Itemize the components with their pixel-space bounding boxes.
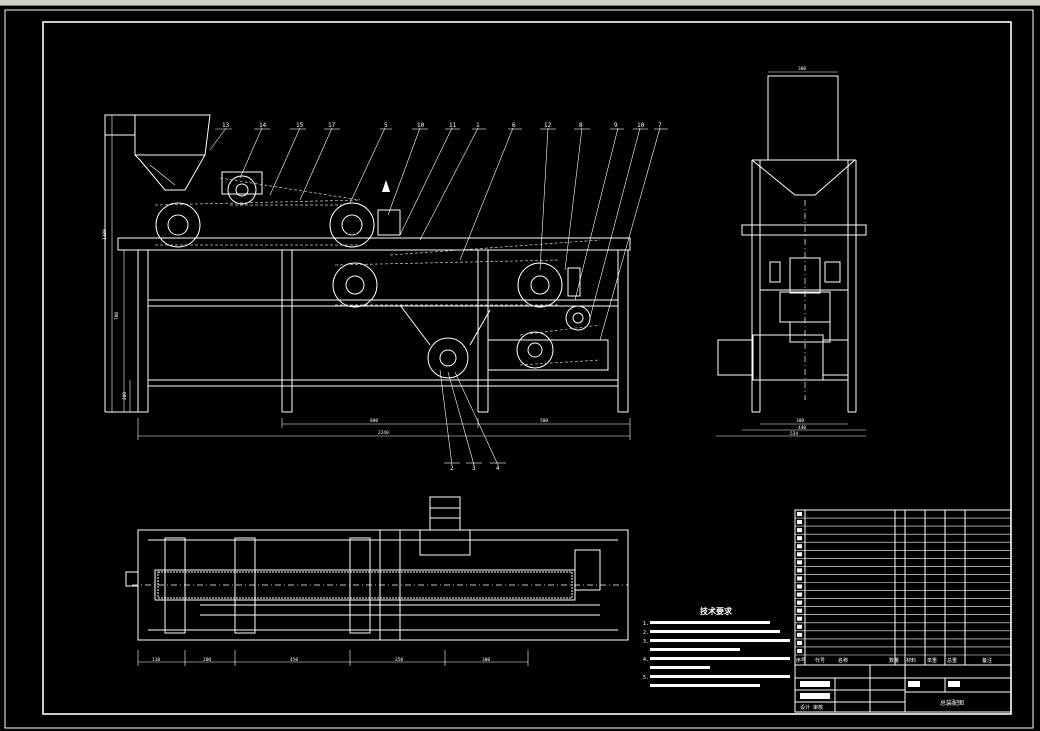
- front-view: 800 500 2240 1100 700 200: [102, 114, 661, 466]
- svg-text:450: 450: [290, 657, 298, 663]
- tech-req-line: 2.: [643, 630, 649, 636]
- bom-row-number-mark: [797, 624, 802, 629]
- bom-footer-unit-weight: 单重: [927, 657, 937, 664]
- svg-text:700: 700: [114, 312, 120, 320]
- bom-row-number-mark: [797, 520, 802, 525]
- balloon-label: 10: [637, 122, 645, 129]
- svg-text:350: 350: [395, 657, 403, 663]
- balloon-label: 3: [472, 465, 476, 472]
- tech-req-line: 3.: [643, 639, 649, 645]
- sheet-border-inner: [42, 21, 1012, 715]
- bom-row-number-mark: [797, 640, 802, 645]
- svg-text:200: 200: [122, 392, 128, 400]
- balloon-label: 7: [658, 122, 662, 129]
- drawing-title: 总装配图: [940, 699, 964, 707]
- part-balloons: 13 14 15 17 5 10 11 1 6 12 8 9 10 7 2 3 …: [222, 122, 662, 472]
- top-view: 110 200 450 350 300: [125, 496, 629, 666]
- bom-row-number-mark: [797, 560, 802, 565]
- bom-row-number-mark: [797, 616, 802, 621]
- balloon-label: 8: [579, 122, 583, 129]
- bom-footer-total-weight: 总重: [947, 657, 957, 664]
- bom-row-number-mark: [797, 648, 802, 653]
- bom-table: 序号 代号 名称 数量 材料 单重 总重 备注: [794, 509, 1012, 666]
- bom-footer-no: 序号: [796, 657, 806, 664]
- svg-text:200: 200: [203, 657, 211, 663]
- bom-row-number-mark: [797, 552, 802, 557]
- bom-row-number-mark: [797, 576, 802, 581]
- balloon-label: 9: [614, 122, 618, 129]
- side-view: 300 380 440 534: [716, 66, 867, 437]
- bom-row-number-mark: [797, 592, 802, 597]
- bom-footer-material: 材料: [906, 657, 916, 664]
- tech-req-line: 5.: [643, 675, 649, 681]
- svg-text:2240: 2240: [378, 430, 389, 436]
- balloon-label: 5: [384, 122, 388, 129]
- title-block: 总装配图 设计 审核: [794, 664, 1012, 713]
- svg-text:300: 300: [798, 66, 806, 72]
- bom-footer-name: 名称: [838, 657, 848, 664]
- balloon-label: 4: [496, 465, 500, 472]
- bom-row-number-mark: [797, 584, 802, 589]
- bom-footer-qty: 数量: [889, 657, 899, 664]
- svg-text:110: 110: [152, 657, 160, 663]
- svg-text:380: 380: [796, 418, 804, 424]
- technical-requirements: 技术要求 1. 2. 3. 4. 5.: [643, 606, 790, 687]
- balloon-label: 11: [449, 122, 457, 129]
- window-toolbar-strip: [0, 0, 1040, 6]
- bom-row-number-mark: [797, 568, 802, 573]
- sheet-border-outer: [4, 9, 1034, 729]
- bom-row-number-mark: [797, 528, 802, 533]
- balloon-label: 17: [328, 122, 336, 129]
- balloon-label: 12: [544, 122, 552, 129]
- tech-req-line: 4.: [643, 657, 649, 663]
- svg-text:500: 500: [540, 418, 548, 424]
- bom-footer-remarks: 备注: [982, 657, 992, 664]
- svg-text:534: 534: [790, 431, 798, 437]
- bom-row-number-mark: [797, 632, 802, 637]
- balloon-label: 2: [450, 465, 454, 472]
- tech-req-line: 1.: [643, 621, 649, 627]
- balloon-label: 10: [417, 122, 425, 129]
- tech-req-heading: 技术要求: [700, 606, 733, 616]
- bom-row-number-mark: [797, 536, 802, 541]
- title-block-signature: 设计 审核: [800, 704, 823, 711]
- svg-text:300: 300: [482, 657, 490, 663]
- balloon-label: 14: [259, 122, 267, 129]
- balloon-label: 13: [222, 122, 230, 129]
- bom-footer-code: 代号: [815, 657, 825, 664]
- bom-row-number-mark: [797, 608, 802, 613]
- bom-row-number-mark: [797, 600, 802, 605]
- svg-text:800: 800: [370, 418, 378, 424]
- bom-row-number-mark: [797, 512, 802, 517]
- svg-text:440: 440: [798, 425, 806, 431]
- balloon-label: 15: [296, 122, 304, 129]
- svg-text:1100: 1100: [102, 229, 108, 240]
- bom-row-number-mark: [797, 544, 802, 549]
- balloon-label: 6: [512, 122, 516, 129]
- balloon-label: 1: [476, 122, 480, 129]
